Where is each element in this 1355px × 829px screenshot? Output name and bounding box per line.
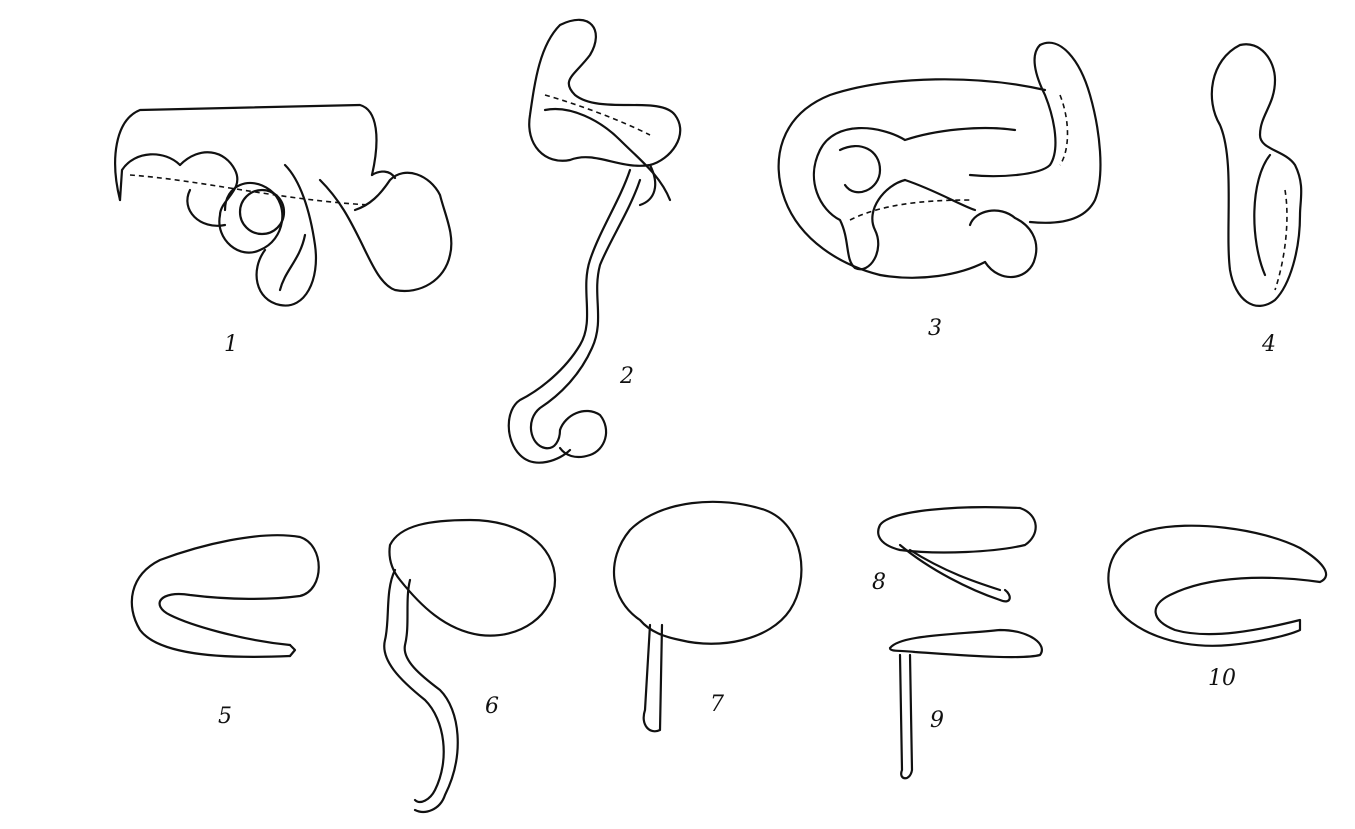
figure-6-label: 6 bbox=[485, 696, 499, 718]
figure-2-shape bbox=[509, 20, 680, 463]
figure-9-label: 9 bbox=[930, 710, 944, 732]
figure-2-label: 2 bbox=[620, 366, 634, 388]
figure-4-label: 4 bbox=[1262, 334, 1276, 356]
figure-4-shape bbox=[1212, 44, 1301, 306]
figure-1-label: 1 bbox=[224, 334, 238, 356]
figure-8-label: 8 bbox=[872, 572, 886, 594]
figure-3-shape bbox=[779, 43, 1101, 278]
figure-7-shape bbox=[614, 502, 801, 731]
figure-5-label: 5 bbox=[218, 706, 232, 728]
figure-6-shape bbox=[384, 520, 555, 812]
figure-10-shape bbox=[1108, 526, 1326, 646]
figure-5-shape bbox=[132, 535, 319, 657]
figure-8-shape bbox=[878, 507, 1035, 601]
figure-7-label: 7 bbox=[710, 694, 724, 716]
figure-3-label: 3 bbox=[928, 318, 942, 340]
figure-9-shape bbox=[890, 630, 1042, 778]
figure-1-shape bbox=[115, 105, 451, 306]
figure-10-label: 10 bbox=[1208, 668, 1236, 690]
